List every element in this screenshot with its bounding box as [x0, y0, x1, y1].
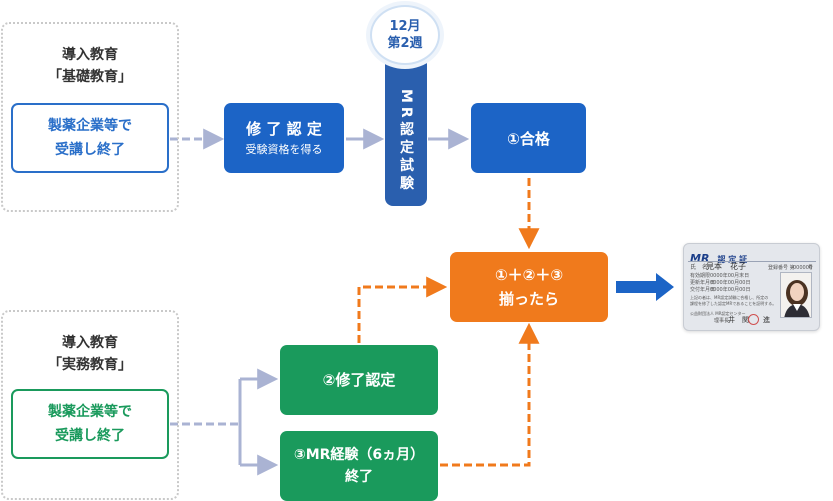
box-practical-complete: 製薬企業等で 受講し終了 — [11, 389, 169, 459]
box-shuryo-nintei: 修 了 認 定 受験資格を得る — [224, 103, 344, 173]
card-row1-label: 有効期限 — [690, 273, 711, 279]
box-mr-experience: ③MR経験（6ヵ月） 終了 — [280, 431, 438, 501]
portrait-icon — [781, 273, 811, 317]
card-row3-label: 交付年月日 — [690, 287, 716, 293]
box-shuryo-nintei-subtitle: 受験資格を得る — [245, 143, 323, 156]
group-basic-title-line2: 「基礎教育」 — [48, 69, 132, 85]
box-all-complete: ①＋②＋③ 揃ったら — [450, 252, 608, 322]
box-pass-label: ①合格 — [507, 129, 550, 148]
group-basic-title-line1: 導入教育 — [62, 47, 118, 63]
box-all-complete-line2: 揃ったら — [498, 290, 559, 308]
group-practical-title-line1: 導入教育 — [62, 335, 118, 351]
exam-column: MR認定試験 — [385, 56, 427, 206]
card-reg-value: 000000 — [793, 265, 813, 271]
card-reg-suffix: 号 — [808, 265, 814, 271]
card-header: MR 認 定 証 — [690, 247, 814, 265]
box-practical-complete-line2: 受講し終了 — [55, 428, 125, 444]
group-basic-education: 導入教育 「基礎教育」 — [1, 22, 179, 212]
group-practical-title-line2: 「実務教育」 — [48, 357, 132, 373]
arrow-cert-to-all — [357, 276, 448, 343]
card-photo — [780, 272, 812, 318]
box-basic-complete: 製薬企業等で 受講し終了 — [11, 103, 169, 173]
card-row1-value: 0000年00月末日 — [710, 273, 750, 279]
box-pass: ①合格 — [471, 103, 586, 173]
card-name-value: 見本 花子 — [706, 262, 746, 271]
card-row2-value: 0000年00月00日 — [710, 280, 751, 286]
card-row2-label: 更新年月日 — [690, 280, 716, 286]
box-basic-complete-line1: 製薬企業等で — [48, 118, 132, 134]
card-seal-icon — [748, 314, 759, 325]
card-name-label: 氏 名 — [690, 264, 709, 271]
box-basic-complete-line2: 受講し終了 — [55, 142, 125, 158]
card-org: 公益財団法人 MR認定センター — [690, 311, 746, 316]
box-shuryo-nintei-title: 修 了 認 定 — [246, 120, 322, 138]
arrow-to-card — [616, 273, 674, 301]
card-reg-label: 登録番号 第 — [768, 265, 795, 271]
card-chair-label: 理事長 — [714, 318, 730, 324]
card-note-line1: 上記の者は、MR認定試験に合格し、所定の — [690, 295, 769, 300]
box-mr-experience-line2: 終了 — [345, 469, 373, 485]
mr-certificate-card: MR 認 定 証 氏 名 見本 花子 登録番号 第 000000 号 有効期限 … — [683, 243, 820, 331]
box-mr-experience-line1: ③MR経験（6ヵ月） — [293, 447, 425, 463]
box-completion-cert: ②修了認定 — [280, 345, 438, 415]
card-row3-value: 0000年00月00日 — [710, 287, 751, 293]
box-all-complete-line1: ①＋②＋③ — [494, 266, 564, 284]
card-divider — [688, 261, 816, 262]
exam-date-line1: 12月 — [389, 19, 421, 34]
exam-date-line2: 第2週 — [387, 36, 423, 51]
box-completion-cert-label: ②修了認定 — [322, 371, 396, 389]
group-practical-education: 導入教育 「実務教育」 — [1, 310, 179, 500]
card-note-line2: 課程を修了した認定MRであることを証明する。 — [690, 301, 777, 306]
box-practical-complete-line1: 製薬企業等で — [48, 404, 132, 420]
exam-date-badge: 12月 第2週 — [370, 5, 440, 65]
arrow-exp-to-all — [440, 322, 540, 467]
card-title: 認 定 証 — [717, 255, 748, 264]
